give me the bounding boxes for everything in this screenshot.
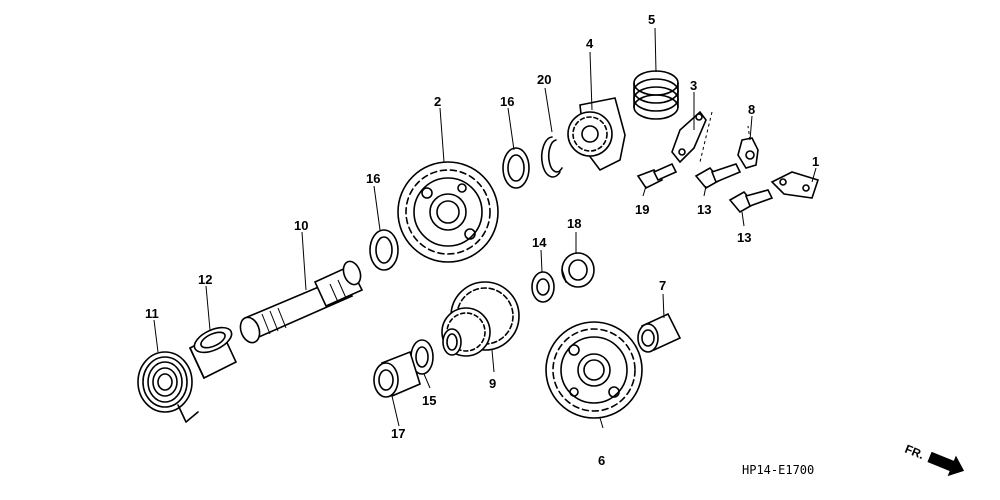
label-part-20: 20 <box>537 72 551 87</box>
label-part-9: 9 <box>489 376 496 391</box>
part-16-washer-right <box>502 147 530 189</box>
part-6-large-gear <box>545 321 643 419</box>
part-5-spring <box>633 70 679 120</box>
label-part-10: 10 <box>294 218 308 233</box>
part-7-collar <box>637 312 682 353</box>
label-part-14: 14 <box>532 235 547 250</box>
label-part-7: 7 <box>659 278 666 293</box>
leader-lines <box>153 27 817 429</box>
label-part-5: 5 <box>648 12 655 27</box>
label-part-6: 6 <box>598 453 605 468</box>
label-part-16-right: 16 <box>500 94 514 109</box>
part-18-bearing <box>561 252 595 288</box>
label-part-2: 2 <box>434 94 441 109</box>
part-3-bracket <box>671 110 713 164</box>
label-part-16-left: 16 <box>366 171 380 186</box>
label-part-3: 3 <box>690 78 697 93</box>
label-part-19: 19 <box>635 202 649 217</box>
part-13-bolt-lower <box>728 189 774 214</box>
front-direction-marker: FR. <box>903 442 965 477</box>
label-part-4: 4 <box>586 36 594 51</box>
part-2-large-gear <box>397 161 499 263</box>
part-12-collar <box>188 326 238 380</box>
part-17-bearing <box>373 350 421 398</box>
part-13-bolt-upper <box>694 163 742 190</box>
part-labels: 1 2 3 4 5 6 7 8 9 10 11 12 13 13 14 15 1… <box>145 12 819 468</box>
part-9-cluster-gear <box>441 281 520 357</box>
part-4-cam-gear <box>567 97 626 172</box>
label-part-13-upper: 13 <box>697 202 711 217</box>
label-part-11: 11 <box>145 306 159 321</box>
label-part-17: 17 <box>391 426 405 441</box>
part-11-coil-spring <box>137 351 199 423</box>
front-arrow-icon <box>927 451 965 477</box>
label-part-15: 15 <box>422 393 436 408</box>
part-20-circlip <box>540 136 563 178</box>
label-part-8: 8 <box>748 102 755 117</box>
part-19-bolt <box>636 162 678 190</box>
part-10-shaft <box>239 260 364 344</box>
label-part-18: 18 <box>567 216 581 231</box>
part-14-washer <box>531 271 555 303</box>
front-label: FR. <box>903 442 926 462</box>
part-16-washer-left <box>369 229 399 271</box>
diagram-code: HP14-E1700 <box>742 463 814 477</box>
part-8-lever <box>737 125 759 169</box>
label-part-13-lower: 13 <box>737 230 751 245</box>
label-part-1: 1 <box>812 154 819 169</box>
label-part-12: 12 <box>198 272 212 287</box>
part-1-plate <box>770 171 820 199</box>
